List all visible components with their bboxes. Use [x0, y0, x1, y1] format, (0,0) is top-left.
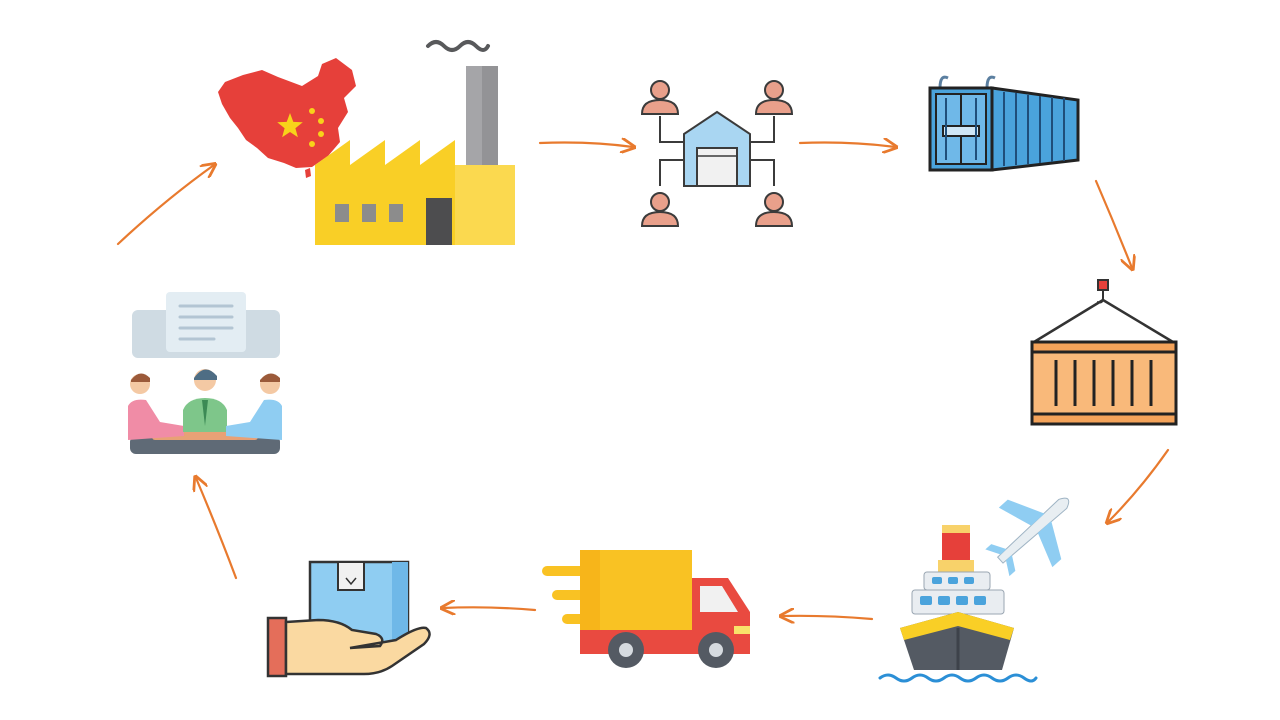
arrow-crane-to-ship — [1108, 448, 1170, 522]
arrow-meeting-to-factory — [116, 165, 214, 246]
china-big-star — [277, 113, 303, 138]
crane-container-icon — [1030, 279, 1178, 426]
smoke-wave — [426, 40, 490, 52]
person-icon — [226, 373, 282, 440]
airplane-icon — [985, 497, 1070, 577]
hand-cuff — [266, 616, 288, 678]
cargo-ship-airplane-icon — [878, 497, 1070, 683]
shipping-container-icon — [928, 75, 1080, 172]
lifted-container-body — [1030, 340, 1178, 426]
cycle-arrows — [116, 143, 1170, 620]
network-lines — [659, 116, 775, 186]
factory-door — [426, 198, 452, 245]
china-small-stars — [309, 108, 324, 147]
taiwan-shape — [305, 168, 311, 178]
warehouse-network-icon — [640, 80, 794, 227]
person-icon — [640, 80, 680, 115]
business-meeting-icon — [128, 292, 282, 454]
warehouse-door — [696, 147, 738, 187]
factory-window — [389, 204, 403, 222]
person-icon — [183, 369, 227, 432]
factory-window — [335, 204, 349, 222]
speech-bubble — [166, 292, 246, 352]
truck-wheel — [698, 632, 734, 668]
factory-shade — [455, 165, 515, 245]
hand-package-icon — [266, 560, 431, 678]
chimney-shade — [482, 66, 498, 166]
arrow-truck-to-package — [443, 607, 537, 610]
hand-palm — [284, 618, 431, 676]
arrow-container-to-crane — [1094, 179, 1132, 268]
arrow-ship-to-truck — [782, 616, 874, 619]
arrow-package-to-meeting — [196, 478, 238, 580]
person-icon — [128, 373, 184, 440]
truck-wheel — [608, 632, 644, 668]
person-icon — [640, 192, 680, 227]
factory-window — [362, 204, 376, 222]
crane-hook-block — [1097, 279, 1109, 291]
sea-waves — [878, 673, 1038, 683]
china-map-shape — [218, 58, 356, 168]
package-tape — [337, 561, 365, 591]
person-icon — [754, 80, 794, 115]
arrow-network-to-container — [798, 143, 895, 148]
arrow-factory-to-network — [538, 143, 633, 148]
china-factory-icon — [218, 40, 515, 245]
person-icon — [754, 192, 794, 227]
meeting-table — [130, 436, 280, 454]
delivery-truck-icon — [542, 550, 750, 668]
